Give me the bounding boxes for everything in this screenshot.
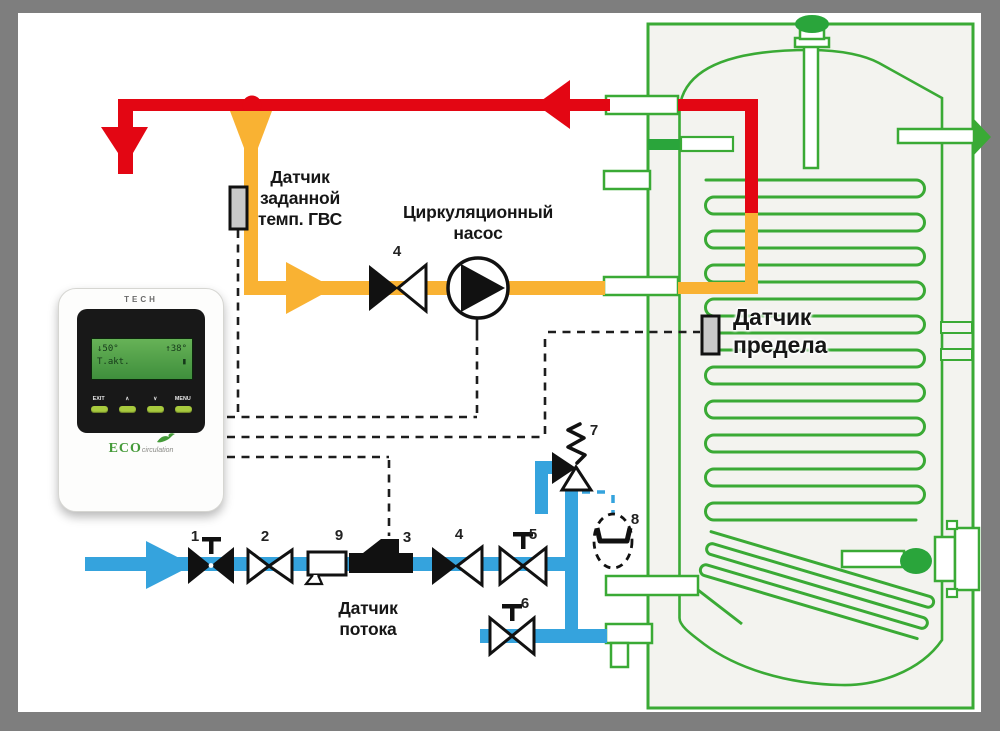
optional-unit-8 [592, 512, 634, 570]
flow-sensor-label: Датчик потока [338, 598, 398, 639]
check-valve-4-dhw [369, 261, 428, 315]
flange-outer-plate [953, 526, 981, 592]
down-button-key [146, 406, 164, 413]
valve-5-shutoff [498, 532, 548, 588]
tank-inner-vessel [678, 48, 944, 687]
element-boss [900, 548, 932, 574]
circulation-flow-arrow-icon [286, 262, 334, 314]
circulation-return-connector [602, 275, 680, 297]
exit-button-key [90, 406, 108, 413]
meter-9 [303, 550, 348, 586]
up-button-key [118, 406, 136, 413]
right-outlet-pipe [896, 127, 976, 145]
limit-sensor [700, 314, 721, 356]
num-valve-2: 2 [260, 528, 270, 545]
green-fitting [648, 139, 682, 150]
upper-heating-coil [704, 178, 926, 522]
num-check-valve-4-dhw: 4 [392, 243, 402, 260]
menu-button-icon: MENU [175, 396, 191, 402]
logo-main-text: ECO [108, 441, 142, 456]
safety-valve-7 [552, 422, 594, 492]
up-button: ∧ [115, 395, 139, 413]
bird-icon [157, 433, 175, 443]
coil-connector-link [697, 588, 743, 626]
num-meter-9: 9 [334, 527, 344, 544]
controller-buttons: EXIT ∧ ∨ MENU [85, 395, 197, 413]
menu-button-key [174, 406, 192, 413]
pipe-junction-dot [242, 95, 262, 115]
element-tube [840, 549, 906, 569]
screen-status-text: T.akt. [97, 357, 130, 367]
flow-sensor-3 [349, 539, 413, 573]
num-valve-1: 1 [190, 528, 200, 545]
coil-passthrough-bottom [940, 348, 973, 361]
safety-discharge-elbow [535, 461, 555, 514]
num-flow-sensor-3: 3 [402, 529, 412, 546]
dhw-sensor-label: Датчик заданной темп. ГВС [257, 167, 343, 229]
thermowell-pipe [802, 42, 820, 170]
tank-top-cap [795, 15, 829, 33]
num-optional-8: 8 [630, 511, 640, 528]
drain-stub [609, 641, 630, 669]
valve-6-drain [488, 604, 536, 658]
num-valve-6: 6 [520, 595, 530, 612]
tech-controller: TECH ↓50° ↑38° T.akt. ▮ EXIT ∧ ∨ [58, 288, 224, 512]
storage-tank [602, 15, 991, 710]
wire-pump [227, 336, 479, 419]
check-valve-4-cold [432, 543, 484, 589]
hot-outlet-connector [604, 94, 680, 116]
limit-sensor-label: Датчик предела [733, 304, 828, 358]
hot-tap-funnel-icon [101, 127, 148, 153]
exit-button-icon: EXIT [92, 396, 106, 402]
valve-2-outline [246, 546, 294, 586]
chevron-up-icon: ∧ [125, 396, 129, 402]
down-button: ∨ [143, 395, 167, 413]
num-valve-5: 5 [528, 526, 538, 543]
chevron-down-icon: ∨ [153, 396, 157, 402]
flange-tab-bottom [945, 587, 959, 599]
controller-lcd-screen: ↓50° ↑38° T.akt. ▮ [91, 338, 193, 380]
coil-connector [604, 574, 700, 597]
menu-button: MENU [171, 395, 195, 413]
hot-water-pipe [101, 80, 758, 215]
lower-heating-coil [698, 530, 936, 641]
cold-flow-arrow-icon [146, 541, 193, 589]
right-outlet-arrow-icon [973, 118, 991, 156]
signal-wires [227, 230, 700, 536]
eco-circulation-logo: ECOcirculation [59, 433, 223, 457]
flange-tab-top [945, 519, 959, 531]
flange-inner-plate [933, 535, 957, 583]
logo-sub-text: circulation [141, 447, 174, 454]
dhw-temp-sensor [228, 185, 249, 231]
circulation-funnel-icon [230, 111, 272, 148]
num-safety-valve-7: 7 [589, 422, 599, 439]
exit-button: EXIT [87, 395, 111, 413]
spare-connector [602, 169, 652, 191]
screen-actual-temp: ↑38° [165, 344, 187, 354]
num-check-valve-4-cold: 4 [454, 526, 464, 543]
coil-passthrough-top [940, 321, 973, 334]
controller-front-panel: ↓50° ↑38° T.akt. ▮ EXIT ∧ ∨ MENU [77, 309, 205, 433]
optional-sensor-link [582, 490, 615, 513]
circulation-pump-label: Циркуляционный насос [402, 202, 554, 243]
screen-set-temp: ↓50° [97, 344, 119, 354]
controller-brand: TECH [124, 295, 158, 304]
screen-cursor: ▮ [181, 357, 187, 367]
sensor-pocket [679, 135, 735, 153]
wire-limit-sensor [227, 330, 700, 439]
wire-flow-sensor [227, 455, 391, 536]
circulation-pump-symbol [446, 256, 510, 320]
valve-1-shutoff [188, 537, 234, 584]
cold-inlet-connector [604, 622, 654, 645]
hot-flow-arrow-icon [536, 80, 570, 129]
